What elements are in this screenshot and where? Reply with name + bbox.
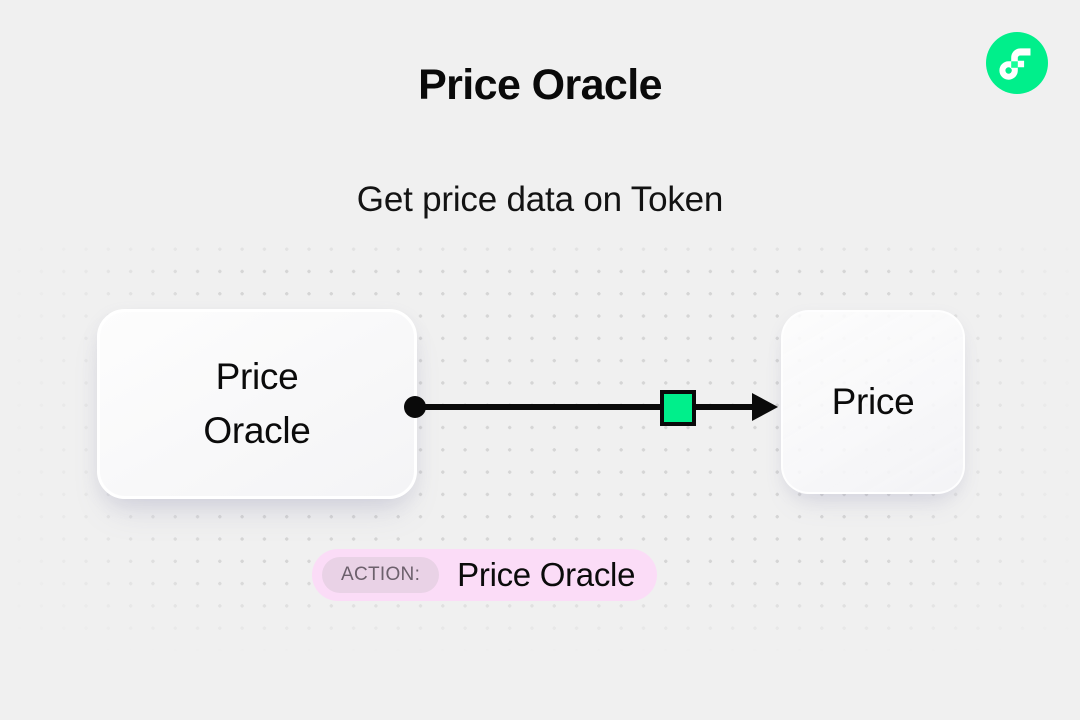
node-card-price-oracle[interactable]: Price Oracle xyxy=(97,309,417,499)
connector-arrowhead xyxy=(752,393,778,421)
connector-green-square xyxy=(660,390,696,426)
node-card-label: Price xyxy=(831,381,915,422)
node-label-line-2: Oracle xyxy=(203,410,311,451)
action-value: Price Oracle xyxy=(457,556,636,593)
flow-logo-icon xyxy=(986,32,1048,94)
node-card-price[interactable]: Price xyxy=(781,310,965,494)
node-card-label: Price Oracle xyxy=(203,350,310,457)
page-subtitle: Get price data on Token xyxy=(356,180,724,219)
connector-edge[interactable] xyxy=(395,378,795,438)
page-title: Price Oracle xyxy=(418,61,662,109)
action-badge[interactable]: ACTION: Price Oracle xyxy=(312,549,658,601)
connector-start-dot xyxy=(404,396,426,418)
action-chip-label: ACTION: xyxy=(341,564,421,585)
node-label-line-1: Price xyxy=(215,356,299,398)
action-chip: ACTION: xyxy=(322,557,440,593)
